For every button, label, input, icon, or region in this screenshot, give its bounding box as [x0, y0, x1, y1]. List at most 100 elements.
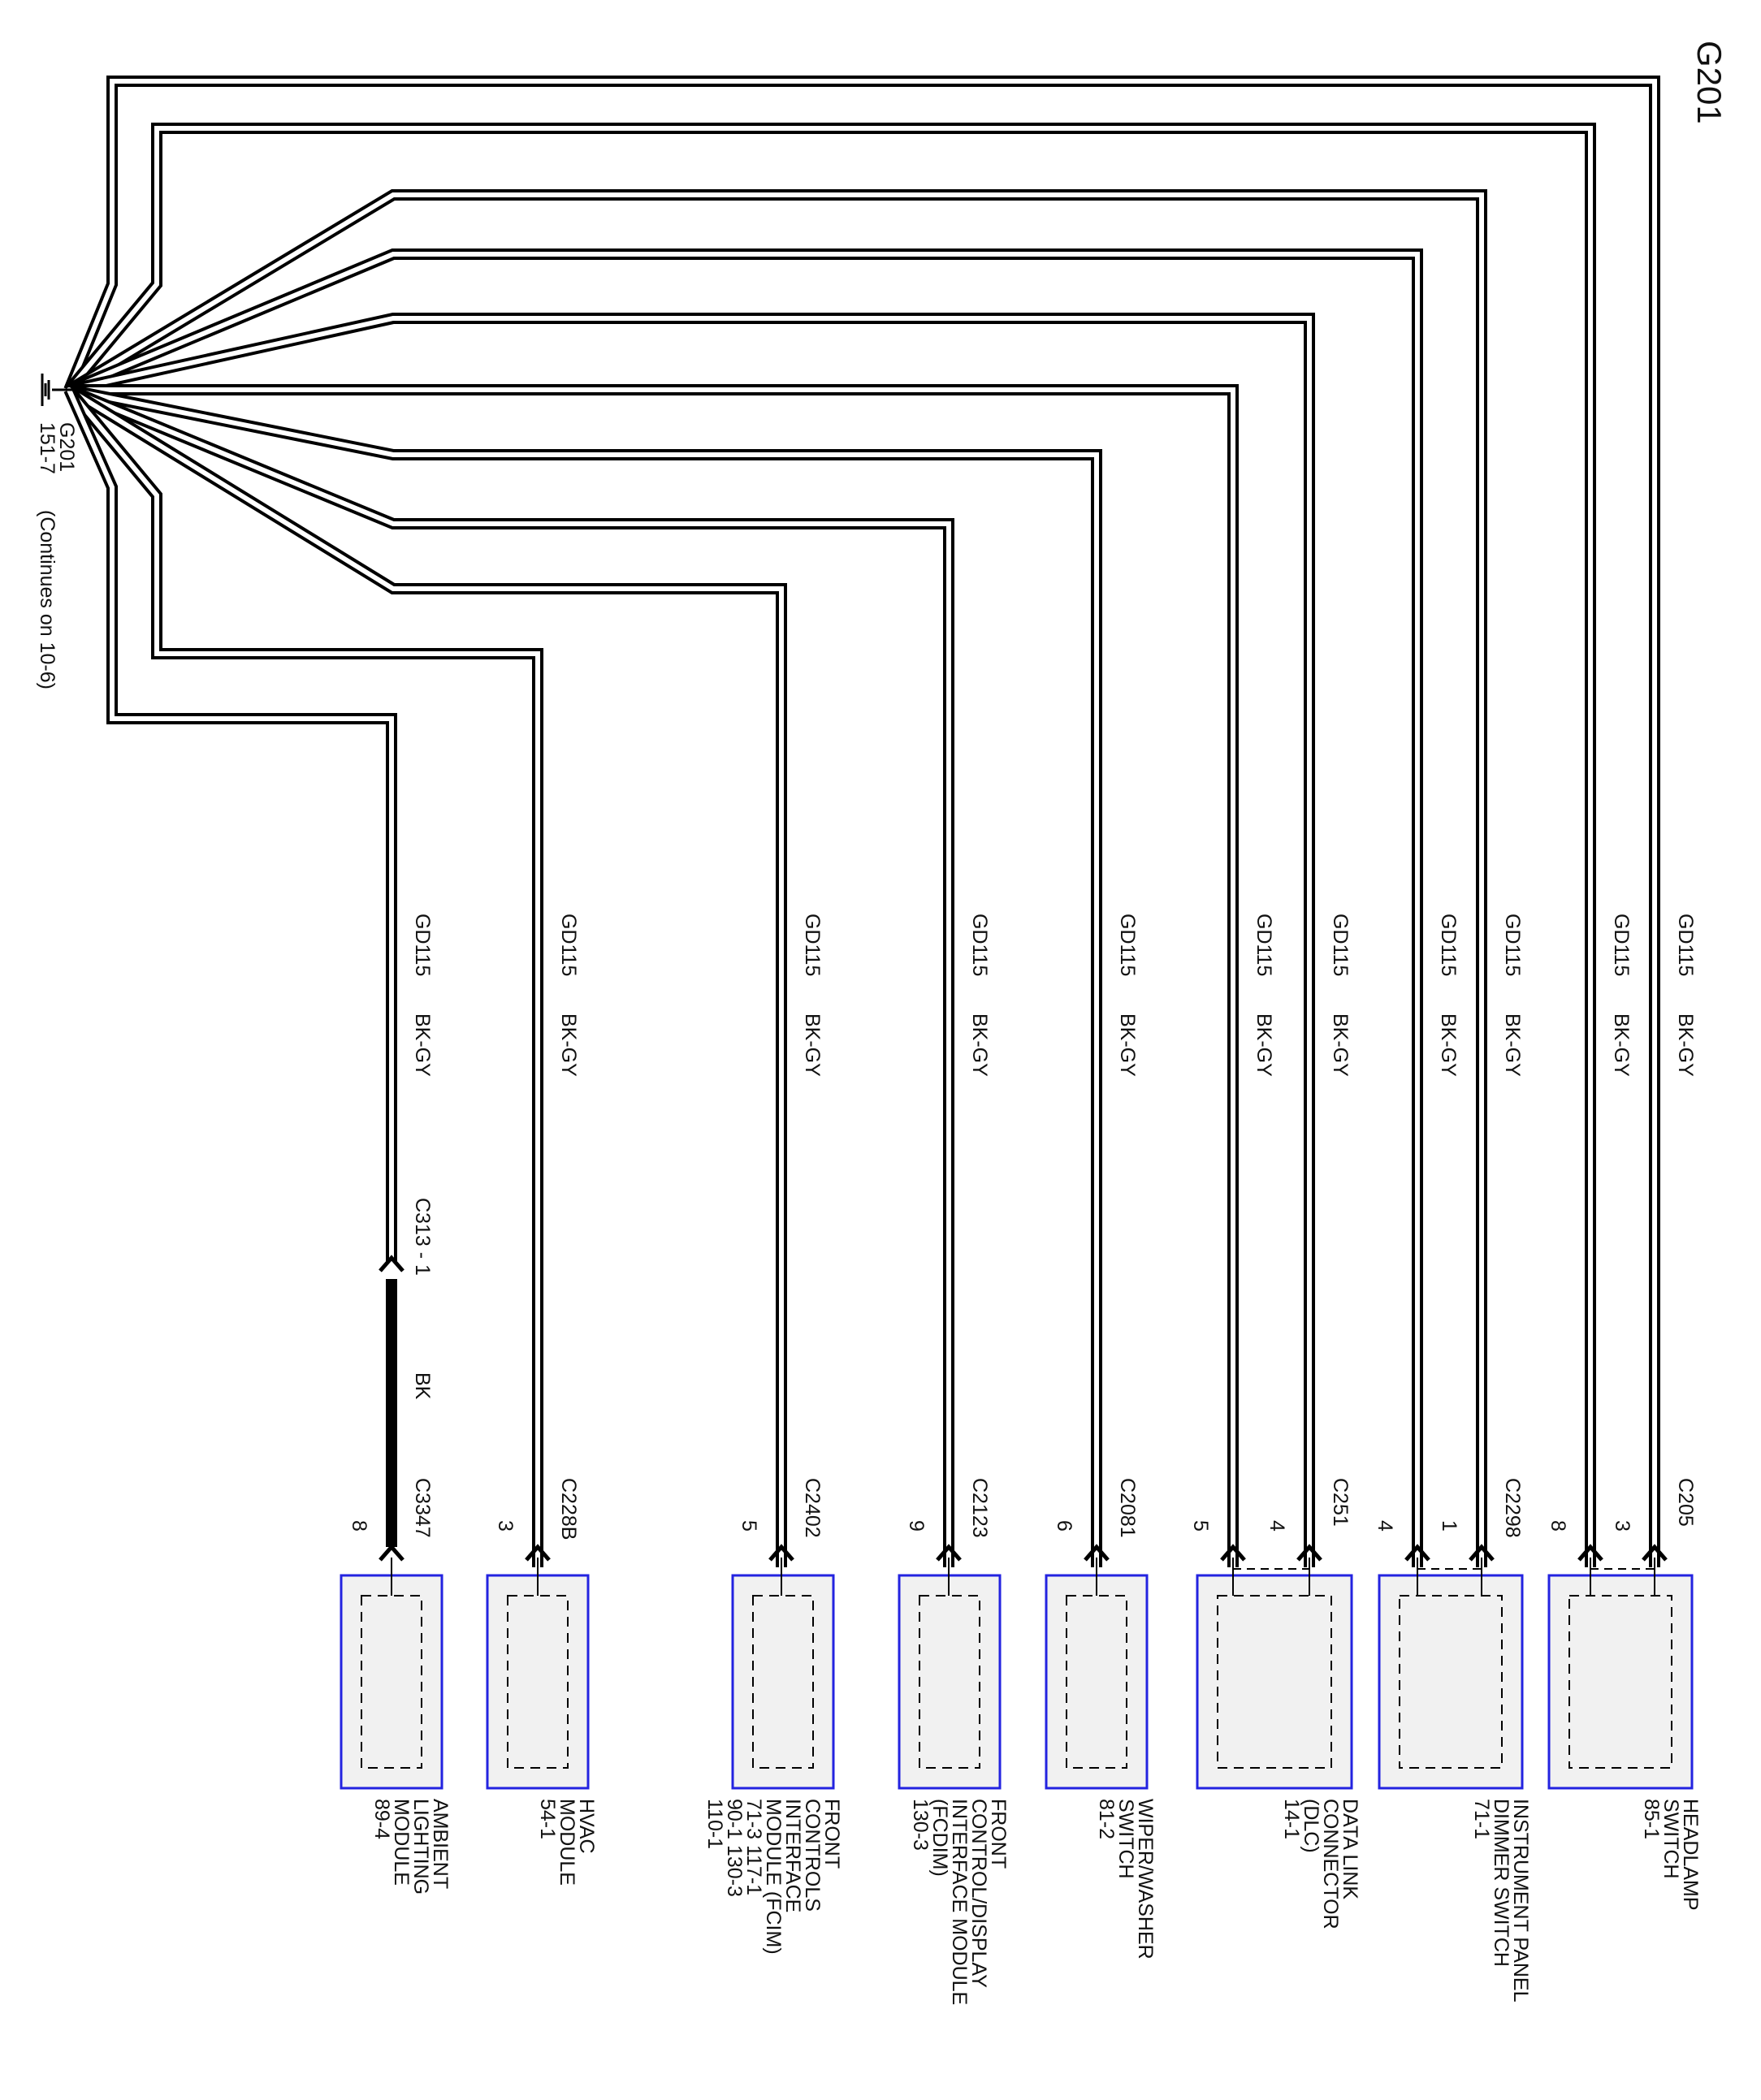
- connector-arrow: [1220, 1544, 1246, 1562]
- wire-c1: [63, 76, 1660, 1567]
- circuit-number: GD115: [1610, 914, 1633, 976]
- component-label-line: FRONT: [987, 1799, 1010, 1869]
- circuit-number: GD115: [1674, 914, 1697, 976]
- wire-color: BK-GY: [801, 1013, 824, 1077]
- circuit-number: GD115: [1253, 914, 1275, 976]
- component-label-line: 71-1: [1470, 1799, 1493, 1839]
- component-label-line: SWITCH: [1659, 1799, 1682, 1879]
- connector-arrow: [1469, 1544, 1495, 1562]
- wire-harness: [63, 76, 1660, 1567]
- pin-number: 6: [1053, 1520, 1075, 1532]
- connector-label: C2123: [968, 1478, 991, 1538]
- connector-label: C2081: [1116, 1478, 1139, 1538]
- pin-number: 1: [1438, 1520, 1460, 1532]
- component-label-line: (DLC): [1300, 1799, 1322, 1853]
- connector-arrow: [379, 1544, 405, 1562]
- component-label-line: 71-3 117-1: [742, 1799, 765, 1895]
- component-label-line: 130-3: [909, 1799, 932, 1851]
- component-label-line: INSTRUMENT PANEL: [1509, 1799, 1532, 2003]
- component-label-line: MODULE: [556, 1799, 578, 1886]
- wire-c10: [64, 386, 543, 1567]
- pin-number: 4: [1266, 1520, 1288, 1532]
- component-label-line: CONTROL/DISPLAY: [967, 1799, 990, 1988]
- connector-label: C3347: [411, 1478, 434, 1538]
- wire-color: BK-GY: [1253, 1013, 1275, 1077]
- component-label-line: MODULE: [390, 1799, 413, 1886]
- component-label-line: SWITCH: [1114, 1799, 1137, 1879]
- connector-arrow: [1642, 1544, 1668, 1562]
- component-label-line: LIGHTING: [409, 1799, 432, 1895]
- connector-label: C251: [1329, 1478, 1352, 1527]
- component-label-line: (FCDIM): [928, 1799, 951, 1877]
- circuit-number: GD115: [411, 914, 434, 976]
- inline-connector-arrow: [379, 1255, 405, 1273]
- component-label-line: CONNECTOR: [1319, 1799, 1342, 1929]
- connector-label: C2402: [801, 1478, 824, 1538]
- circuit-number: GD115: [557, 914, 580, 976]
- ground-ref: 151-7: [36, 422, 58, 474]
- wire-c4: [67, 248, 1423, 1567]
- wire-c2: [64, 123, 1596, 1567]
- wire-color: BK-GY: [968, 1013, 991, 1077]
- circuit-number: GD115: [1501, 914, 1524, 976]
- wire-color: BK-GY: [411, 1013, 434, 1077]
- component-label-line: 90-1 130-3: [723, 1799, 746, 1897]
- connector-arrow: [768, 1544, 794, 1562]
- wire-c9: [66, 385, 787, 1567]
- component-label-line: FRONT: [820, 1799, 843, 1869]
- pin-number: 3: [494, 1520, 517, 1532]
- page-title: G201: [1690, 41, 1729, 124]
- component-label-line: HEADLAMP: [1679, 1799, 1702, 1911]
- circuit-number: GD115: [1437, 914, 1460, 976]
- wire-c8: [67, 384, 954, 1567]
- wire-color: BK-GY: [1674, 1013, 1697, 1077]
- wire-c6: [69, 384, 1239, 1567]
- wire-color: BK-GY: [1437, 1013, 1460, 1077]
- connector-arrow: [1084, 1544, 1110, 1562]
- pin-number: 3: [1611, 1520, 1633, 1532]
- pin-number: 8: [1547, 1520, 1569, 1532]
- component-label-line: 81-2: [1095, 1799, 1118, 1839]
- wire-color: BK-GY: [1116, 1013, 1139, 1077]
- connector-arrow: [936, 1544, 962, 1562]
- component-label-line: WIPER/WASHER: [1134, 1799, 1157, 1960]
- wire-color-lower: BK: [411, 1372, 434, 1400]
- pin-number: 5: [1189, 1520, 1212, 1532]
- ground-symbol: [41, 374, 75, 406]
- component-label-line: AMBIENT: [429, 1799, 452, 1889]
- pin-number: 9: [905, 1520, 928, 1532]
- circuit-labels: GD115BK-GYC2053GD115BK-GY8GD115BK-GYC229…: [348, 914, 1697, 1562]
- component-label-line: DATA LINK: [1339, 1799, 1361, 1899]
- component-label-line: MODULE (FCIM): [762, 1799, 785, 1955]
- component-label-line: DIMMER SWITCH: [1490, 1799, 1512, 1967]
- wire-color: BK-GY: [1610, 1013, 1633, 1077]
- wire-c5: [67, 313, 1315, 1567]
- component-label-line: INTERFACE MODULE: [948, 1799, 971, 2005]
- connector-label: C2298: [1501, 1478, 1524, 1538]
- component-label-line: 89-4: [370, 1799, 393, 1839]
- ground-name: G201: [55, 422, 78, 472]
- component-label-line: CONTROLS: [801, 1799, 824, 1912]
- connector-arrow: [1577, 1544, 1603, 1562]
- wire-c11: [63, 387, 397, 1263]
- circuit-number: GD115: [1329, 914, 1352, 976]
- component-label-line: 110-1: [703, 1799, 726, 1849]
- wire-c7: [67, 384, 1102, 1567]
- component-label-line: INTERFACE: [781, 1799, 804, 1912]
- circuit-number: GD115: [801, 914, 824, 976]
- wire-c3: [66, 189, 1487, 1567]
- inline-connector-label: C313 - 1: [411, 1198, 434, 1276]
- pin-number: 8: [348, 1520, 370, 1532]
- component-label-line: HVAC: [575, 1799, 598, 1854]
- connector-arrow: [1296, 1544, 1322, 1562]
- connector-label: C228B: [557, 1478, 580, 1540]
